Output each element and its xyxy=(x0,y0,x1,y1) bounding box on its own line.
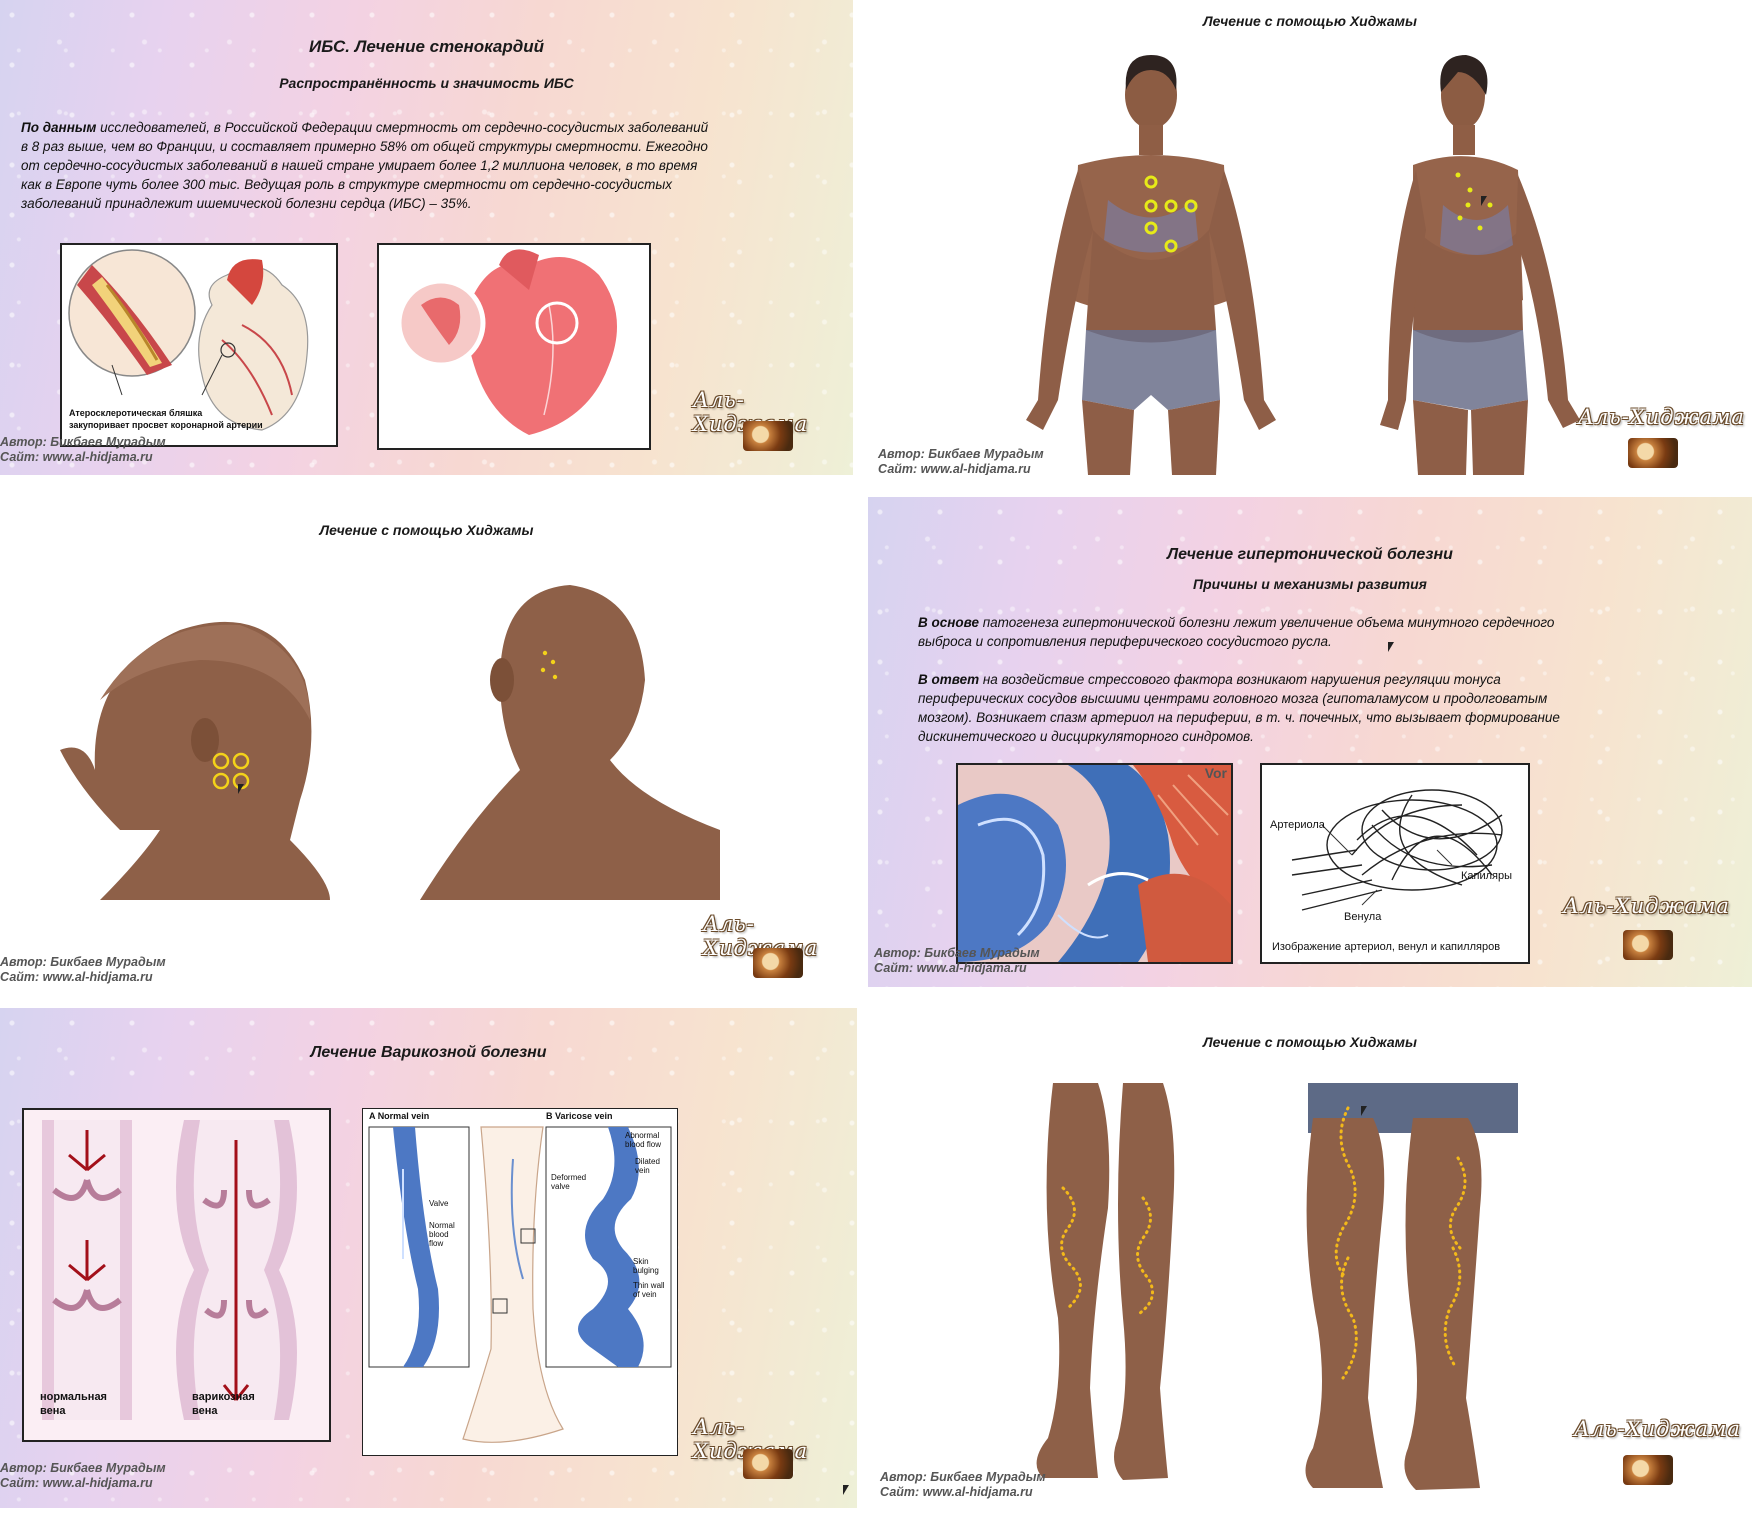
author-credit: Автор: Бикбаев Мурадым Сайт: www.al-hidj… xyxy=(0,955,166,984)
normal-varicose-leg-illustration: A Normal vein B Varicose vein Valve Norm… xyxy=(362,1108,678,1456)
slide-subtitle: Распространённость и значимость ИБС xyxy=(279,75,574,91)
vein-valves-svg xyxy=(42,1120,297,1420)
brand-logo-text: Аль-Хиджама xyxy=(1574,1417,1741,1441)
brand-logo-image xyxy=(1623,930,1673,960)
label-capillaries: Капиляры xyxy=(1461,870,1513,882)
author-credit: Автор: Бикбаев Мурадым Сайт: www.al-hidj… xyxy=(874,946,1040,975)
heart-svg xyxy=(396,249,617,435)
label-thin-wall: Thin wall of vein xyxy=(633,1281,665,1299)
brand-logo-image xyxy=(753,948,803,978)
label-valve: Valve xyxy=(429,1199,449,1208)
image-cropped-text: Vor xyxy=(1204,765,1227,781)
leg-veins-svg xyxy=(368,1126,672,1443)
author-credit: Автор: Бикбаев Мурадым Сайт: www.al-hidj… xyxy=(880,1470,1046,1499)
brand-logo-image xyxy=(1628,438,1678,468)
label-venule: Венула xyxy=(1344,911,1382,923)
slide-title: ИБС. Лечение стенокардий xyxy=(308,37,545,56)
brand-logo-text: Аль-Хиджама xyxy=(1563,894,1730,918)
lead-words: По данным xyxy=(21,120,97,135)
slide-hidjama-legs[interactable]: Лечение с помощью Хиджамы Аль-Хиджама Ав… xyxy=(868,1008,1752,1508)
mouse-cursor xyxy=(1481,196,1487,206)
torso-figures-svg xyxy=(1026,55,1580,475)
label-deformed-valve: Deformed valve xyxy=(551,1173,587,1191)
mouse-cursor xyxy=(1388,642,1394,652)
slide-paragraph: По данным исследователей, в Российской Ф… xyxy=(21,120,709,211)
tag-normal-vein: A Normal vein xyxy=(369,1111,430,1121)
label-abnormal-blood-flow: Abnormal blood flow xyxy=(625,1131,662,1149)
capillaries-illustration: Артериола Капиляры Венула Изображение ар… xyxy=(1260,763,1530,964)
label-arteriole: Артериола xyxy=(1270,819,1325,831)
slide-title: Лечение Варикозной болезни xyxy=(310,1044,547,1061)
slide-title: Лечение с помощью Хиджамы xyxy=(319,522,534,538)
slide-title: Лечение гипертонической болезни xyxy=(1167,546,1453,563)
capillaries-caption: Изображение артериол, венул и капилляров xyxy=(1272,941,1501,953)
slide-hidjama-torso[interactable]: Лечение с помощью Хиджамы Аль-Хиджа xyxy=(868,0,1752,475)
slide-title: Лечение с помощью Хиджамы xyxy=(1203,13,1417,29)
slide-hidjama-head[interactable]: Лечение с помощью Хиджамы Аль-Хиджама Ав… xyxy=(0,500,853,990)
slide-subtitle: Причины и механизмы развития xyxy=(1193,576,1427,592)
mouse-cursor xyxy=(238,784,244,794)
brand-logo-image xyxy=(743,421,793,451)
heart-valve-svg xyxy=(958,765,1231,962)
artery-heart-svg xyxy=(68,249,309,431)
brand-logo-image xyxy=(1623,1455,1673,1485)
mouse-cursor xyxy=(1361,1106,1367,1116)
slide-ibs[interactable]: ИБС. Лечение стенокардий Распространённо… xyxy=(0,0,853,475)
brand-logo-image xyxy=(743,1449,793,1479)
slide-paragraph-2: В ответ на воздействие стрессового факто… xyxy=(918,672,1560,744)
slide-varicose[interactable]: Лечение Варикозной болезни нормальная ве… xyxy=(0,1008,857,1508)
label-normal-blood-flow: Normal blood flow xyxy=(429,1221,455,1248)
slide-hypertension[interactable]: Лечение гипертонической болезни Причины … xyxy=(868,497,1752,987)
heart-illustration xyxy=(377,243,651,450)
slide-title: Лечение с помощью Хиджамы xyxy=(1203,1034,1417,1050)
vein-valves-illustration: нормальная вена варикозная вена xyxy=(22,1108,331,1442)
label-normal-vein: нормальная вена xyxy=(40,1391,107,1417)
legs-figures-svg xyxy=(1036,1083,1518,1490)
label-skin-bulging: Skin bulging xyxy=(633,1257,659,1275)
author-credit: Автор: Бикбаев Мурадым Сайт: www.al-hidj… xyxy=(878,447,1044,475)
mouse-cursor xyxy=(843,1485,849,1495)
label-varicose-vein: варикозная вена xyxy=(192,1391,255,1417)
slide-paragraph-1: В основе патогенеза гипертонической боле… xyxy=(918,615,1555,649)
tag-varicose-vein: B Varicose vein xyxy=(546,1111,613,1121)
plaque-caption: Атеросклеротическая бляшка закупоривает … xyxy=(69,408,263,430)
heart-valve-illustration: Vor xyxy=(956,763,1233,964)
capillary-network-svg xyxy=(1291,789,1503,911)
author-credit: Автор: Бикбаев Мурадым Сайт: www.al-hidj… xyxy=(0,1461,166,1490)
plaque-artery-illustration: Атеросклеротическая бляшка закупоривает … xyxy=(60,243,338,447)
label-dilated-vein: Dilated vein xyxy=(635,1157,660,1175)
head-figures-svg xyxy=(60,585,720,900)
brand-logo-text: Аль-Хиджама xyxy=(1578,405,1745,429)
author-credit: Автор: Бикбаев Мурадым Сайт: www.al-hidj… xyxy=(0,435,166,464)
